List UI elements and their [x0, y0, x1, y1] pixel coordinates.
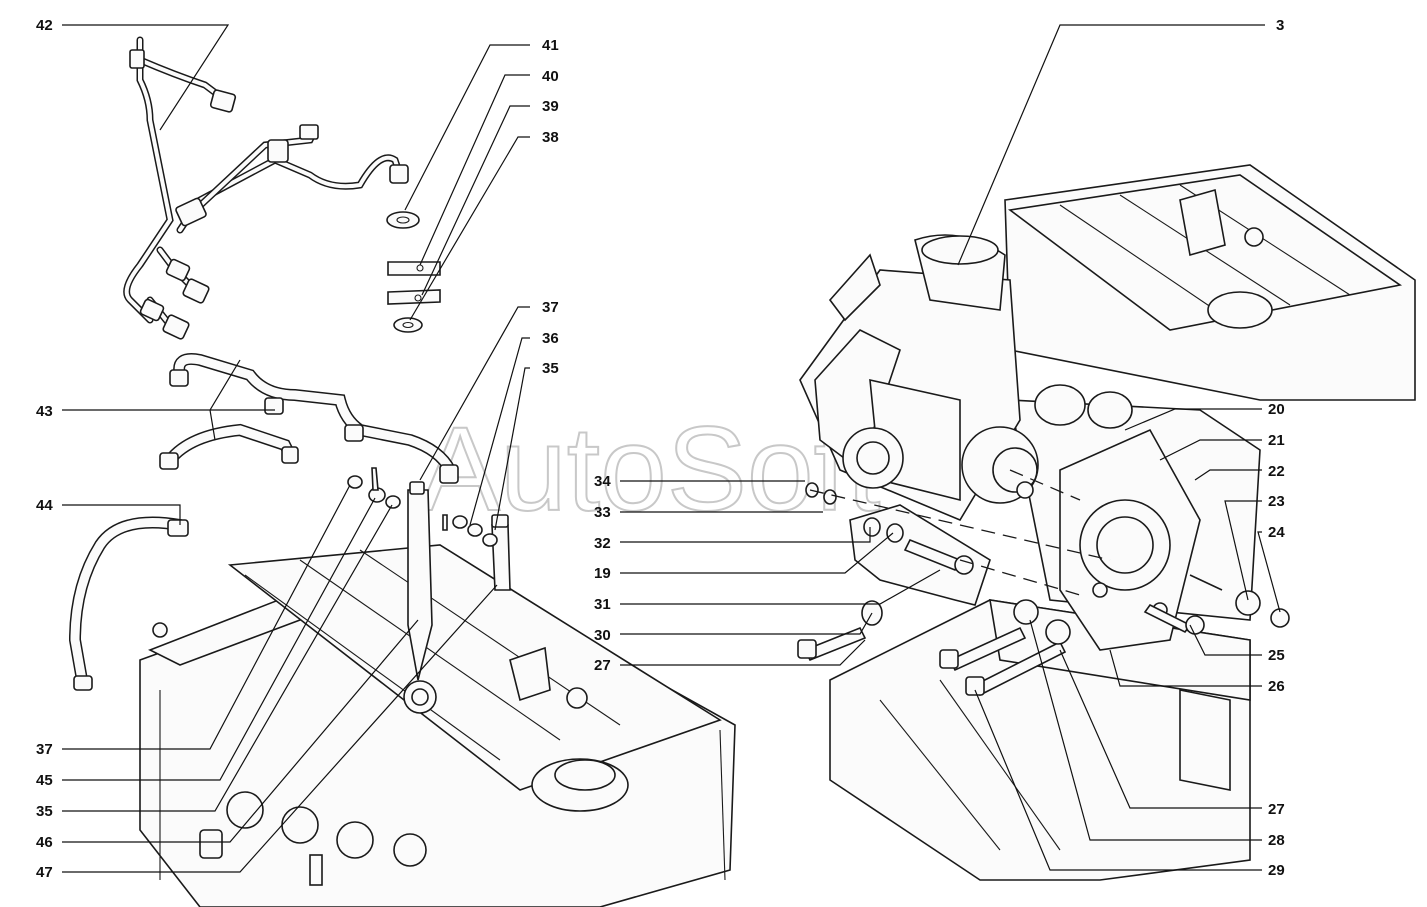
callout-numbers: 42 41 40 39 38 3 37 36 35 43 44 34 33 32… — [36, 17, 1285, 881]
callout-45: 45 — [36, 772, 53, 789]
pump-bracket — [1059, 428, 1201, 651]
fuel-hose — [68, 516, 189, 691]
callout-42: 42 — [36, 17, 53, 34]
callout-34: 34 — [594, 473, 611, 490]
right-fasteners — [797, 482, 1290, 697]
fuel-injection-pump — [799, 234, 1039, 522]
callout-47: 47 — [36, 864, 53, 881]
callout-30: 30 — [594, 627, 611, 644]
leader-lines — [62, 24, 1281, 873]
callout-28: 28 — [1268, 832, 1285, 849]
callout-20: 20 — [1268, 401, 1285, 418]
callout-36: 36 — [542, 330, 559, 347]
callout-19: 19 — [594, 565, 611, 582]
fuel-injectors — [347, 467, 511, 681]
callout-25: 25 — [1268, 647, 1285, 664]
callout-37: 37 — [36, 741, 53, 758]
callout-31: 31 — [594, 596, 611, 613]
callout-43: 43 — [36, 403, 53, 420]
callout-32: 32 — [594, 535, 611, 552]
callout-35: 35 — [542, 360, 559, 377]
callout-23: 23 — [1268, 493, 1285, 510]
callout-40: 40 — [542, 68, 559, 85]
seal-washers — [386, 211, 441, 333]
callout-22: 22 — [1268, 463, 1285, 480]
callout-33: 33 — [594, 504, 611, 521]
alignment-line — [809, 489, 1111, 561]
right-engine-block — [829, 164, 1416, 881]
callout-38: 38 — [542, 129, 559, 146]
callout-35: 35 — [36, 803, 53, 820]
callout-29: 29 — [1268, 862, 1285, 879]
callout-3: 3 — [1276, 17, 1284, 34]
callout-21: 21 — [1268, 432, 1285, 449]
injector-pipe-set — [123, 36, 409, 340]
callout-27: 27 — [594, 657, 611, 674]
callout-44: 44 — [36, 497, 53, 514]
callout-41: 41 — [542, 37, 559, 54]
callout-27: 27 — [1268, 801, 1285, 818]
callout-24: 24 — [1268, 524, 1285, 541]
callout-26: 26 — [1268, 678, 1285, 695]
callout-46: 46 — [36, 834, 53, 851]
alignment-line — [1009, 469, 1081, 501]
watermark: AutoSoft — [420, 402, 880, 536]
callout-37: 37 — [542, 299, 559, 316]
fuel-return-hoses — [159, 353, 459, 484]
left-engine-head — [139, 544, 736, 907]
callout-39: 39 — [542, 98, 559, 115]
